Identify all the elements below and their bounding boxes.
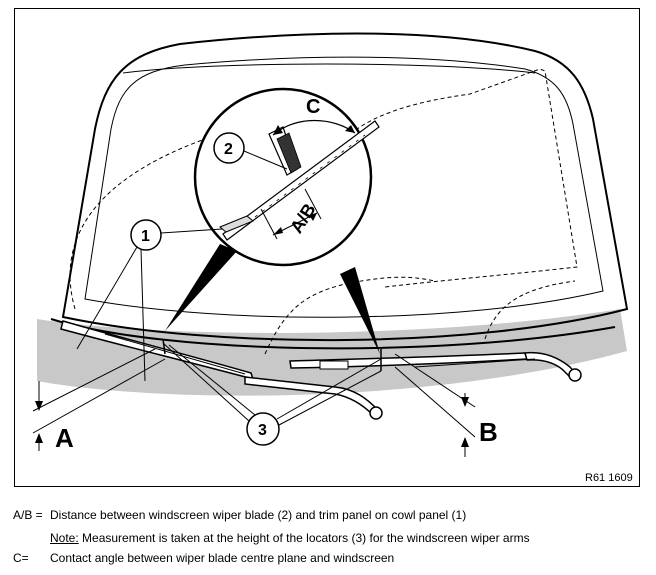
- legend-ab-description: Distance between windscreen wiper blade …: [50, 508, 467, 522]
- detail-trim-panel: [219, 215, 254, 233]
- right-wiper-clip: [319, 360, 349, 370]
- callout-3-circle: [246, 412, 280, 446]
- wipe-area-center: [344, 68, 578, 288]
- callout-3-leader-b: [168, 344, 256, 416]
- windscreen-reflection-line: [122, 63, 536, 74]
- left-wiper-pivot: [369, 406, 383, 420]
- legend-ab-key: A/B =: [13, 508, 43, 522]
- callout-1-leader-detail: [160, 228, 223, 234]
- right-wiper-arm-line: [414, 358, 536, 368]
- ab-arrow-right: [309, 213, 317, 221]
- callout-3-label: 3: [258, 422, 267, 439]
- measurement-a-label: A: [55, 423, 74, 453]
- callout-3-leader-d: [278, 370, 382, 426]
- wipe-area-left: [69, 138, 206, 310]
- callout-1-leader-cowl-a: [76, 246, 138, 350]
- callout-2-label: 2: [224, 141, 233, 158]
- right-wiper-pivot: [568, 368, 582, 382]
- detail-pointer-left: [165, 244, 237, 331]
- ab-arrow-left: [273, 227, 283, 235]
- windscreen-wiper-diagram: A/B C 1 2 3 A B: [32, 32, 633, 484]
- wipe-area-right-2: [484, 280, 576, 340]
- detail-pointer-right: [340, 267, 380, 354]
- legend-note-row: Note: Measurement is taken at the height…: [50, 531, 530, 545]
- callout-3-leader-c: [276, 358, 382, 420]
- legend-note-text: Measurement is taken at the height of th…: [78, 531, 530, 545]
- arc-arrow-left: [273, 125, 283, 135]
- b-leader-bottom: [394, 366, 476, 438]
- wipe-area-right: [264, 276, 436, 355]
- callout-1-leader-cowl-b: [140, 248, 146, 382]
- figure-reference-code: R61 1609: [585, 472, 633, 484]
- cowl-panel: [37, 309, 627, 396]
- legend-note-label: Note:: [50, 531, 79, 545]
- c-angle-label: C: [306, 96, 320, 118]
- b-arrow-head-top: [461, 397, 469, 407]
- callout-2-leader: [243, 150, 288, 170]
- windscreen-inner-outline: [84, 56, 604, 318]
- detail-blade-spine: [276, 132, 302, 174]
- a-arrow-head-top: [35, 401, 43, 411]
- callout-2-circle: [213, 132, 245, 164]
- legend-c-description: Contact angle between wiper blade centre…: [50, 551, 395, 565]
- arc-arrow-right: [345, 125, 355, 133]
- detail-magnifier-circle: [193, 87, 373, 267]
- measurement-b-label: B: [479, 417, 498, 447]
- a-leader-top: [32, 348, 156, 412]
- a-arrow-head-bottom: [35, 433, 43, 443]
- cowl-trim-line: [50, 318, 616, 350]
- callout-1-label: 1: [141, 228, 150, 245]
- a-leader-bottom: [32, 358, 166, 434]
- diagram-frame: A/B C 1 2 3 A B: [14, 8, 640, 487]
- locator-left-mark: [162, 338, 166, 355]
- callout-1-circle: [130, 219, 162, 251]
- windscreen-outer-outline: [61, 32, 629, 342]
- ab-extension-2: [304, 188, 322, 220]
- b-arrow-head-bottom: [461, 437, 469, 447]
- legend-c-key: C=: [13, 551, 29, 565]
- callout-3-leader-a: [162, 342, 250, 422]
